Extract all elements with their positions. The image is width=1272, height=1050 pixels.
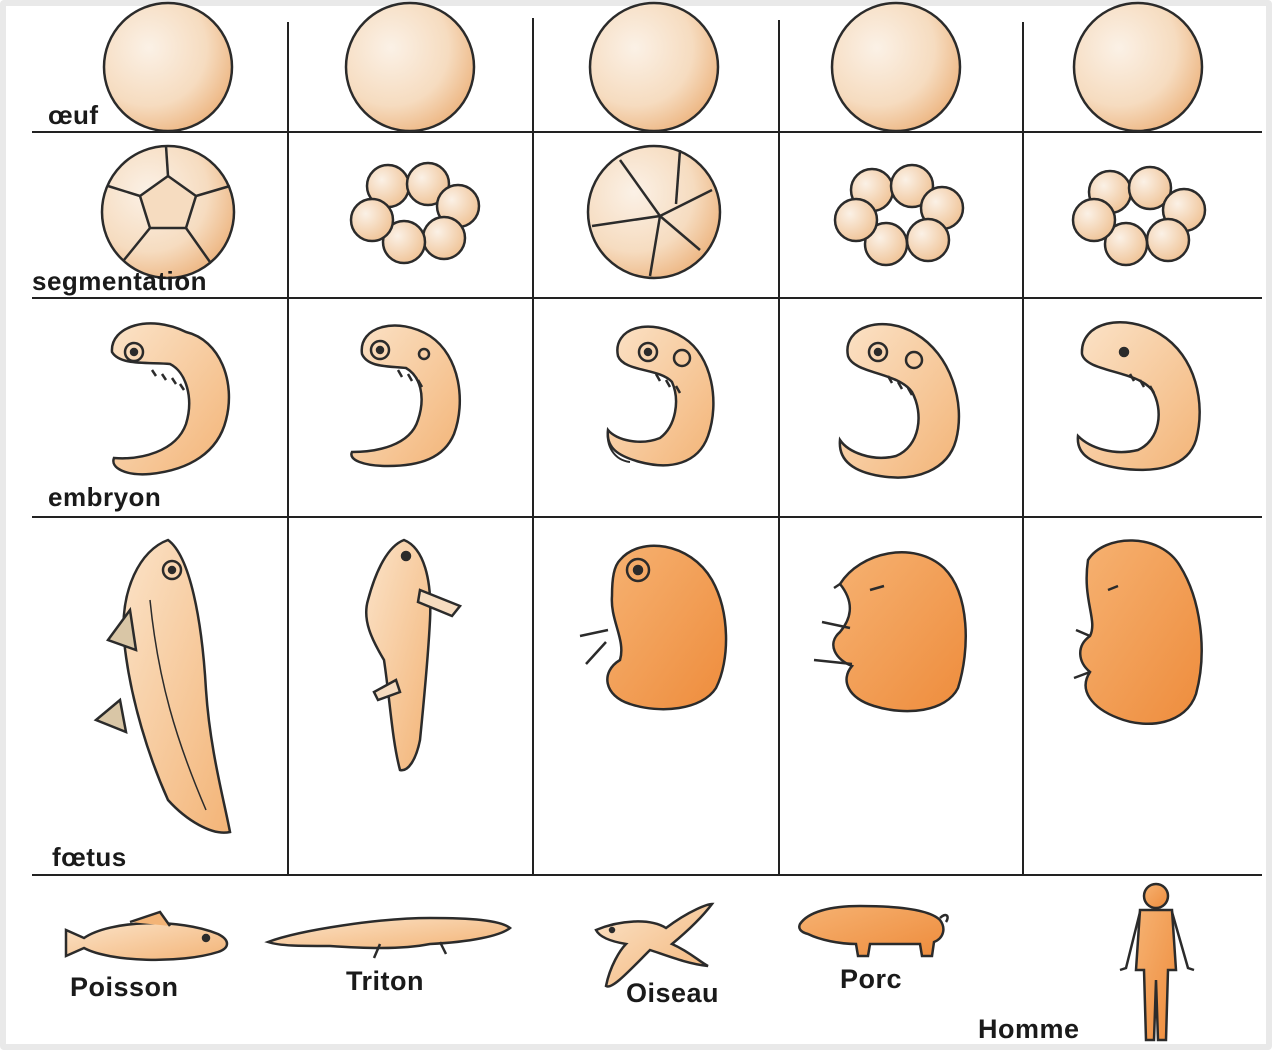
embryo-pig <box>840 324 959 477</box>
species-label-fish: Poisson <box>70 972 179 1003</box>
egg-human <box>1074 3 1202 131</box>
segmentation-pig <box>835 165 963 265</box>
egg-bird <box>590 3 718 131</box>
segmentation-newt <box>351 163 479 263</box>
fetus-fish <box>96 540 230 833</box>
species-label-bird: Oiseau <box>626 978 719 1009</box>
embryo-human <box>1078 322 1200 470</box>
embryo-fish <box>112 323 229 474</box>
egg-pig <box>832 3 960 131</box>
fetus-human <box>1074 540 1202 723</box>
segmentation-fish <box>102 146 234 278</box>
stage-label-segmentation: segmentation <box>32 266 207 297</box>
fetus-newt <box>366 540 460 770</box>
stage-label-embryo: embryon <box>48 482 161 513</box>
stage-label-egg: œuf <box>48 100 99 131</box>
embryo-newt <box>351 326 459 466</box>
adult-fish-illustration <box>66 912 227 960</box>
species-label-pig: Porc <box>840 964 902 995</box>
species-label-newt: Triton <box>346 966 424 997</box>
species-label-human: Homme <box>978 1014 1080 1045</box>
egg-row <box>104 3 1202 131</box>
adult-bird-illustration <box>596 904 712 987</box>
fetus-bird <box>580 546 726 709</box>
segmentation-human <box>1073 167 1205 265</box>
adult-human-illustration <box>1120 884 1194 1040</box>
egg-fish <box>104 3 232 131</box>
adult-newt-illustration <box>268 918 510 958</box>
egg-newt <box>346 3 474 131</box>
segmentation-bird <box>588 146 720 278</box>
stage-label-fetus: fœtus <box>52 842 127 873</box>
embryo-bird <box>608 327 714 466</box>
adult-pig-illustration <box>799 906 947 956</box>
fetus-pig <box>814 552 966 711</box>
